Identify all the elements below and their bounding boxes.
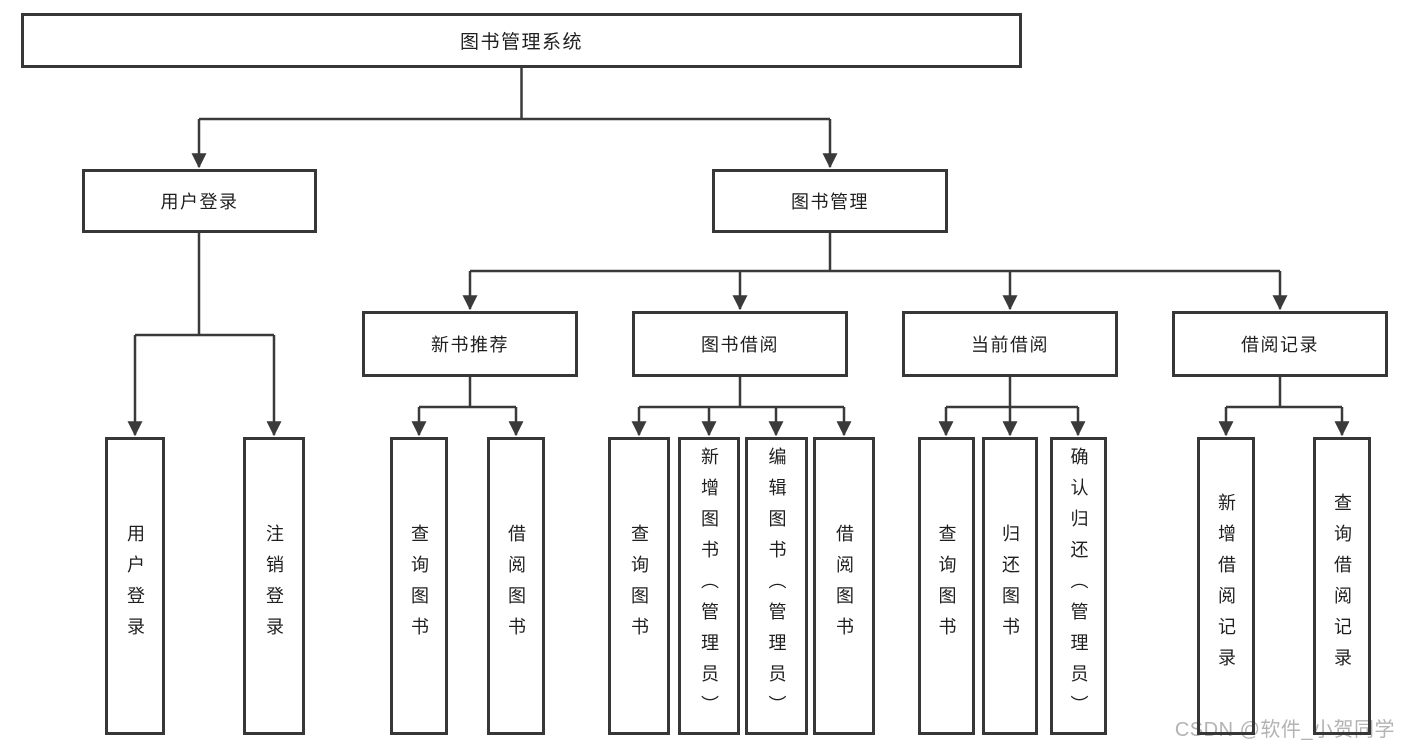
node-borrow-records: 借阅记录 xyxy=(1172,311,1388,377)
node-leaf-bb-edit-books: 编辑图书（管理员） xyxy=(745,437,808,735)
node-leaf-nb-borrow-books: 借阅图书 xyxy=(487,437,545,735)
node-leaf-cb-confirm-return: 确认归还（管理员） xyxy=(1050,437,1107,735)
node-leaf-bb-query-books: 查询图书 xyxy=(608,437,670,735)
node-new-books: 新书推荐 xyxy=(362,311,578,377)
node-leaf-cb-query-books: 查询图书 xyxy=(918,437,975,735)
node-root-library-system: 图书管理系统 xyxy=(21,13,1022,68)
node-leaf-br-query-record: 查询借阅记录 xyxy=(1313,437,1371,735)
node-leaf-logout: 注销登录 xyxy=(243,437,305,735)
node-leaf-user-login: 用户登录 xyxy=(105,437,165,735)
csdn-watermark: CSDN @软件_小贺同学 xyxy=(1174,719,1395,741)
node-leaf-bb-add-books: 新增图书（管理员） xyxy=(678,437,740,735)
node-leaf-bb-borrow-books: 借阅图书 xyxy=(813,437,875,735)
node-leaf-br-add-record: 新增借阅记录 xyxy=(1197,437,1255,735)
node-user-login: 用户登录 xyxy=(82,169,317,233)
node-book-borrow: 图书借阅 xyxy=(632,311,848,377)
node-leaf-nb-query-books: 查询图书 xyxy=(390,437,448,735)
node-current-borrow: 当前借阅 xyxy=(902,311,1118,377)
node-leaf-cb-return-books: 归还图书 xyxy=(982,437,1038,735)
node-book-management: 图书管理 xyxy=(712,169,948,233)
